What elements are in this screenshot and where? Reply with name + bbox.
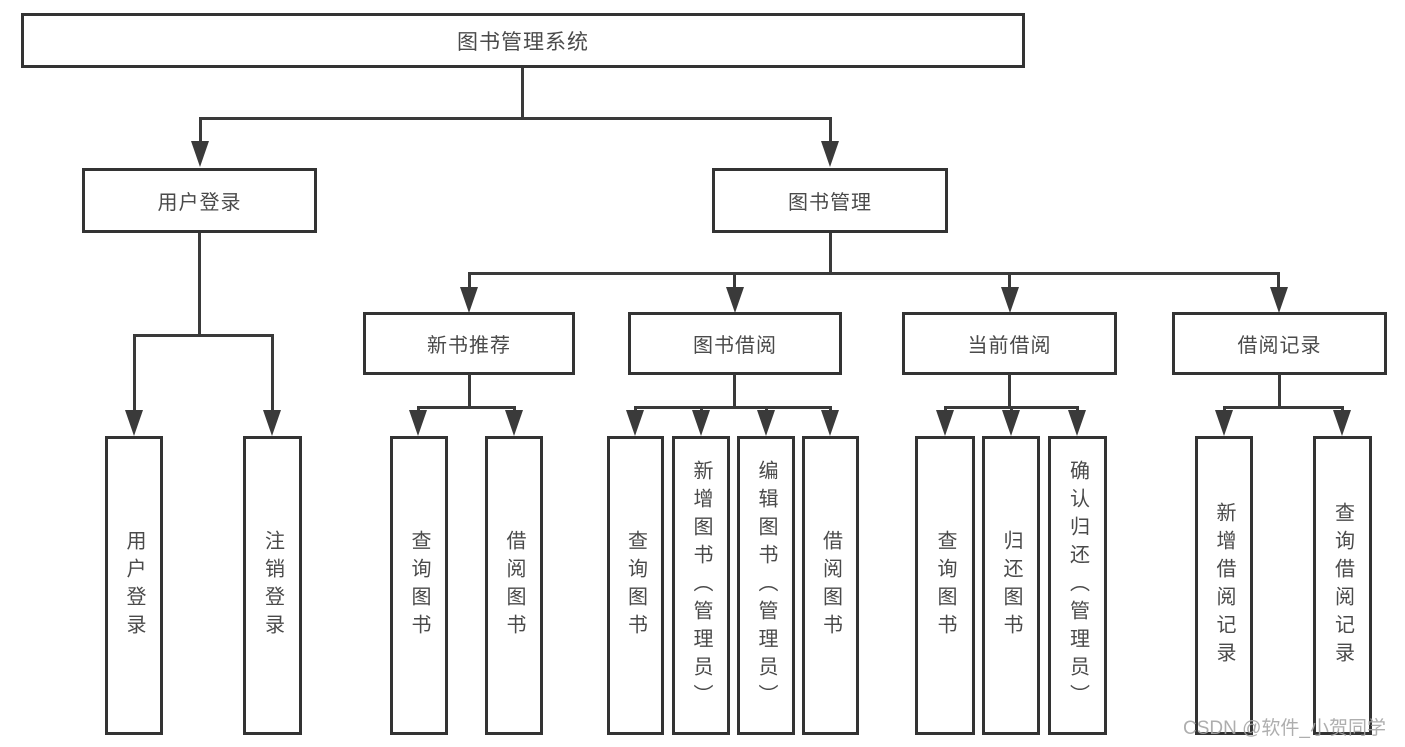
arrow-down-icon bbox=[692, 410, 710, 436]
leaf-return-books: 归还图书 bbox=[982, 436, 1040, 735]
arrow-down-icon bbox=[936, 410, 954, 436]
leaf-label: 借阅图书 bbox=[503, 529, 525, 642]
leaf-label: 确认归还（管理员） bbox=[1066, 459, 1089, 712]
connector-root-bus bbox=[199, 117, 832, 120]
connector-bookmgmt-drop-1 bbox=[468, 272, 471, 290]
csdn-watermark: CSDN @软件_小贺同学 bbox=[1183, 718, 1386, 739]
leaf-label: 查询借阅记录 bbox=[1331, 501, 1354, 670]
node-user-login: 用户登录 bbox=[82, 168, 317, 233]
arrow-down-icon bbox=[757, 410, 775, 436]
leaf-edit-book-admin: 编辑图书（管理员） bbox=[737, 436, 795, 735]
arrow-down-icon bbox=[821, 410, 839, 436]
leaf-label: 借阅图书 bbox=[819, 529, 842, 642]
leaf-borrow-books-borrowing: 借阅图书 bbox=[802, 436, 859, 735]
connector-bookmgmt-drop-3 bbox=[1008, 272, 1011, 290]
connector-bookmgmt-drop-2 bbox=[733, 272, 736, 290]
leaf-query-borrow-record: 查询借阅记录 bbox=[1313, 436, 1372, 735]
connector-userlogin-drop-2 bbox=[271, 334, 274, 412]
arrow-down-icon bbox=[409, 410, 427, 436]
leaf-label: 新增借阅记录 bbox=[1213, 501, 1235, 670]
leaf-query-books-borrowing: 查询图书 bbox=[607, 436, 664, 735]
leaf-query-books-current: 查询图书 bbox=[915, 436, 975, 735]
arrow-down-icon bbox=[726, 287, 744, 313]
node-book-borrowing: 图书借阅 bbox=[628, 312, 842, 375]
arrow-down-icon bbox=[460, 287, 478, 313]
leaf-label: 用户登录 bbox=[123, 529, 145, 642]
leaf-label: 查询图书 bbox=[624, 529, 647, 642]
arrow-down-icon bbox=[263, 410, 281, 436]
leaf-user-login: 用户登录 bbox=[105, 436, 163, 735]
leaf-borrow-books-newbooks: 借阅图书 bbox=[485, 436, 543, 735]
arrow-down-icon bbox=[821, 141, 839, 167]
connector-bookmgmt-stem bbox=[829, 233, 832, 275]
connector-newbooks-bus bbox=[417, 406, 516, 409]
connector-bookmgmt-bus bbox=[468, 272, 1280, 275]
arrow-down-icon bbox=[505, 410, 523, 436]
leaf-label: 编辑图书（管理员） bbox=[755, 459, 777, 712]
node-library-management-system: 图书管理系统 bbox=[21, 13, 1025, 68]
leaf-query-books-newbooks: 查询图书 bbox=[390, 436, 448, 735]
arrow-down-icon bbox=[626, 410, 644, 436]
connector-userlogin-stem bbox=[198, 233, 201, 337]
connector-borrowing-bus bbox=[634, 406, 832, 409]
connector-borrowing-stem bbox=[733, 374, 736, 409]
connector-newbooks-stem bbox=[468, 374, 471, 409]
arrow-down-icon bbox=[1333, 410, 1351, 436]
node-book-management: 图书管理 bbox=[712, 168, 948, 233]
leaf-add-book-admin: 新增图书（管理员） bbox=[672, 436, 730, 735]
connector-bookmgmt-drop-4 bbox=[1277, 272, 1280, 290]
node-borrowing-records: 借阅记录 bbox=[1172, 312, 1387, 375]
connector-userlogin-bus bbox=[133, 334, 274, 337]
arrow-down-icon bbox=[191, 141, 209, 167]
connector-records-stem bbox=[1278, 374, 1281, 409]
leaf-label: 注销登录 bbox=[261, 529, 284, 642]
connector-current-stem bbox=[1008, 374, 1011, 409]
arrow-down-icon bbox=[125, 410, 143, 436]
leaf-confirm-return-admin: 确认归还（管理员） bbox=[1048, 436, 1107, 735]
arrow-down-icon bbox=[1002, 410, 1020, 436]
arrow-down-icon bbox=[1068, 410, 1086, 436]
connector-root-drop-left bbox=[199, 117, 202, 143]
leaf-label: 查询图书 bbox=[934, 529, 956, 642]
leaf-label: 新增图书（管理员） bbox=[690, 459, 712, 712]
leaf-label: 归还图书 bbox=[1000, 529, 1022, 642]
arrow-down-icon bbox=[1215, 410, 1233, 436]
node-new-book-recommend: 新书推荐 bbox=[363, 312, 575, 375]
leaf-add-borrow-record: 新增借阅记录 bbox=[1195, 436, 1253, 735]
leaf-logout: 注销登录 bbox=[243, 436, 302, 735]
connector-root-drop-right bbox=[829, 117, 832, 143]
arrow-down-icon bbox=[1001, 287, 1019, 313]
leaf-label: 查询图书 bbox=[408, 529, 430, 642]
connector-userlogin-drop-1 bbox=[133, 334, 136, 412]
node-current-borrowing: 当前借阅 bbox=[902, 312, 1117, 375]
connector-records-bus bbox=[1223, 406, 1344, 409]
connector-root-stem bbox=[521, 68, 524, 119]
arrow-down-icon bbox=[1270, 287, 1288, 313]
